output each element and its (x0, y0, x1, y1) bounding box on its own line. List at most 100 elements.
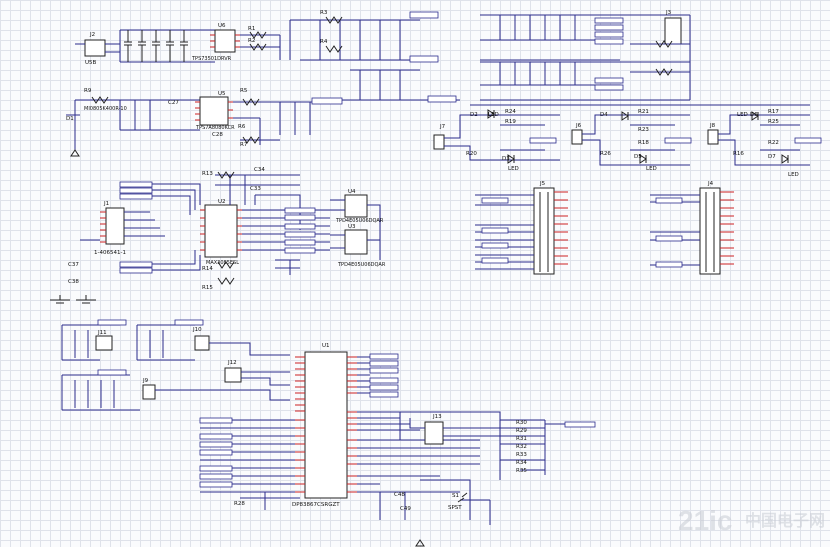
u5-regulator (199, 96, 229, 126)
r14-resistor (217, 261, 235, 269)
c37-label: C37 (68, 262, 79, 268)
j3-connector (664, 17, 682, 45)
net-label-j4-2 (655, 235, 683, 242)
r13-resistor (217, 171, 235, 179)
net-label-led-2 (664, 137, 692, 144)
d1-label: D1 (66, 116, 74, 122)
u4-label: U4 (348, 189, 356, 195)
r5-resistor (242, 98, 260, 106)
net-label-j3-3 (594, 31, 624, 38)
c28-label: C28 (212, 132, 223, 138)
r6-label: R6 (238, 124, 246, 130)
net-label-rs-out-6 (284, 247, 316, 254)
d4-label: D4 (600, 112, 608, 118)
net-label-vout-b (409, 55, 439, 63)
u6-regulator (214, 29, 236, 53)
j11-label: J11 (97, 330, 107, 336)
d2-diode (487, 109, 495, 119)
r3-label: R3 (320, 10, 328, 16)
j10-connector (194, 335, 210, 351)
net-label-rs-out-4 (284, 231, 316, 238)
j13-label: J13 (432, 414, 442, 420)
net-label-phy-r5 (369, 384, 399, 391)
led-label-3: LED (646, 166, 657, 172)
net-label-rs-2 (119, 187, 153, 194)
second-regulator-section (66, 96, 343, 157)
c49-label: C49 (400, 506, 411, 512)
u6-label: U6 (218, 23, 226, 29)
u1-part-label: DP83867CSRGZT (292, 502, 340, 508)
j8-connector (707, 129, 719, 145)
r14-label: R14 (202, 266, 213, 272)
net-label-rs-out-1 (284, 207, 316, 214)
r5-label: R5 (240, 88, 248, 94)
r28-label: R28 (234, 501, 245, 507)
j2-connector (84, 39, 106, 57)
net-label-rs-5 (119, 267, 153, 274)
r31-label: R31 (516, 436, 527, 442)
j12-connector (224, 367, 242, 383)
phy-power-section (61, 319, 290, 411)
j3-section (480, 14, 691, 101)
d7-label: D7 (768, 154, 776, 160)
tps-a-label: TPS73501DRVR (191, 56, 232, 62)
net-label-led-1 (529, 137, 557, 144)
component-labels: J2 U5B U6 TPS73501DRVR R1 R2 R3 R4 R9 D1… (66, 10, 799, 512)
j3-label: J3 (665, 10, 672, 16)
net-label-pwr-1 (97, 319, 127, 326)
j11-connector (95, 335, 113, 351)
j5-header (533, 187, 555, 275)
net-label-j3-5 (594, 77, 624, 84)
r1-resistor (249, 31, 267, 39)
led-label-2: LED (508, 166, 519, 172)
d3-diode (507, 154, 515, 164)
net-label-phy-l4 (199, 449, 233, 456)
j7-connector (433, 134, 445, 150)
net-label-phy-r3 (369, 367, 399, 374)
u2-transceiver (204, 204, 238, 258)
r23-label: R23 (638, 127, 649, 133)
r24-label: R24 (505, 109, 516, 115)
net-label-j3-4 (594, 38, 624, 45)
j1-connector (105, 207, 125, 245)
watermark-site: 中国电子网 (745, 511, 825, 530)
net-label-phy-r6 (369, 391, 399, 398)
c27-label: C27 (168, 100, 179, 106)
ground-symbol-c38 (76, 295, 96, 304)
net-label-j5-2 (481, 227, 509, 234)
u1-phy-chip (304, 351, 348, 499)
net-label-phy-l5 (199, 465, 233, 472)
d6-label: D6 (750, 112, 758, 118)
j5-label: J5 (539, 181, 546, 187)
j13-connector (424, 421, 444, 445)
header-connectors (475, 187, 734, 275)
led-indicator-section (433, 104, 822, 166)
net-label-pwr-2 (174, 319, 204, 326)
r29-label: R29 (516, 428, 527, 434)
ferrite-bead (91, 96, 109, 104)
j9-label: J9 (142, 378, 149, 384)
r15-resistor (217, 277, 235, 285)
r3-resistor (325, 16, 343, 24)
net-label-phy-r1 (369, 353, 399, 360)
u1-label: U1 (322, 343, 330, 349)
power-regulator-section (75, 11, 460, 103)
r9-label: R9 (84, 88, 92, 94)
r34-label: R34 (516, 460, 527, 466)
r20-label: R20 (466, 151, 477, 157)
net-label-vout-c (427, 95, 457, 103)
net-label-j3-1 (594, 17, 624, 24)
net-label-phy-l6 (199, 473, 233, 480)
watermark-brand: 21ic (678, 505, 733, 536)
net-label-j4-1 (655, 197, 683, 204)
r15-label: R15 (202, 285, 213, 291)
led-label-5: LED (788, 172, 799, 178)
net-label-phy-l7 (199, 481, 233, 488)
net-label-rs-out-5 (284, 239, 316, 246)
c34-label: C34 (254, 167, 265, 173)
j1-label: J1 (103, 201, 109, 207)
u2-label: U2 (218, 199, 226, 205)
j10-label: J10 (192, 327, 202, 333)
